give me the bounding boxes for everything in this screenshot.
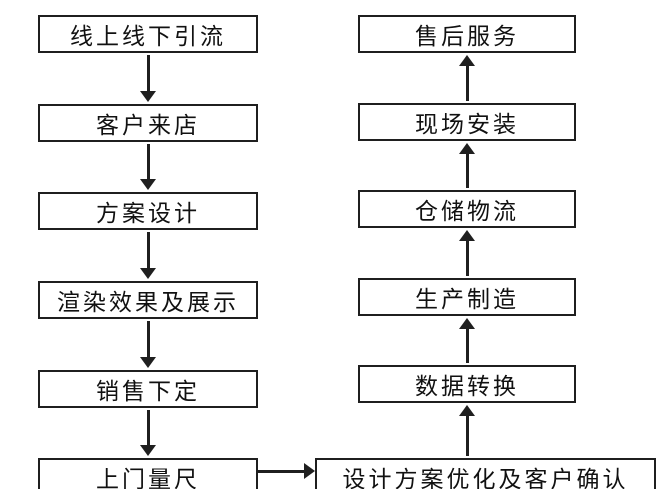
arrow-shaft (465, 65, 469, 101)
arrow-down-icon (139, 55, 157, 102)
arrow-shaft (146, 144, 150, 180)
arrow-head (459, 318, 475, 329)
arrow-head (140, 268, 156, 279)
arrow-head (304, 463, 315, 479)
arrow-shaft (146, 55, 150, 92)
arrow-shaft (465, 240, 469, 276)
flow-node-after-sales-service: 售后服务 (358, 15, 576, 53)
arrow-right-icon (258, 462, 315, 480)
arrow-shaft (465, 328, 469, 363)
arrow-up-icon (458, 55, 476, 101)
arrow-down-icon (139, 144, 157, 190)
arrow-shaft (146, 321, 150, 358)
arrow-down-icon (139, 232, 157, 279)
arrow-shaft (258, 469, 305, 473)
arrow-up-icon (458, 405, 476, 456)
arrow-head (140, 91, 156, 102)
arrow-shaft (146, 410, 150, 446)
flow-node-customer-visit: 客户来店 (38, 104, 258, 142)
flow-node-sales-deposit: 销售下定 (38, 370, 258, 408)
arrow-up-icon (458, 318, 476, 363)
arrow-head (140, 445, 156, 456)
arrow-head (140, 179, 156, 190)
flow-node-design-optimization-confirmation: 设计方案优化及客户确认 (315, 458, 656, 489)
flow-node-manufacturing: 生产制造 (358, 278, 576, 316)
flow-node-warehouse-logistics: 仓储物流 (358, 190, 576, 228)
arrow-head (459, 230, 475, 241)
flow-node-onsite-measurement: 上门量尺 (38, 458, 258, 489)
arrow-up-icon (458, 143, 476, 188)
flow-node-lead-generation: 线上线下引流 (38, 15, 258, 53)
arrow-shaft (146, 232, 150, 269)
arrow-down-icon (139, 321, 157, 368)
arrow-head (140, 357, 156, 368)
arrow-head (459, 143, 475, 154)
flow-node-plan-design: 方案设计 (38, 192, 258, 230)
arrow-head (459, 55, 475, 66)
arrow-shaft (465, 415, 469, 456)
flow-node-render-and-display: 渲染效果及展示 (38, 281, 258, 319)
arrow-head (459, 405, 475, 416)
arrow-up-icon (458, 230, 476, 276)
arrow-shaft (465, 153, 469, 188)
flow-node-onsite-installation: 现场安装 (358, 103, 576, 141)
arrow-down-icon (139, 410, 157, 456)
flow-node-data-conversion: 数据转换 (358, 365, 576, 403)
